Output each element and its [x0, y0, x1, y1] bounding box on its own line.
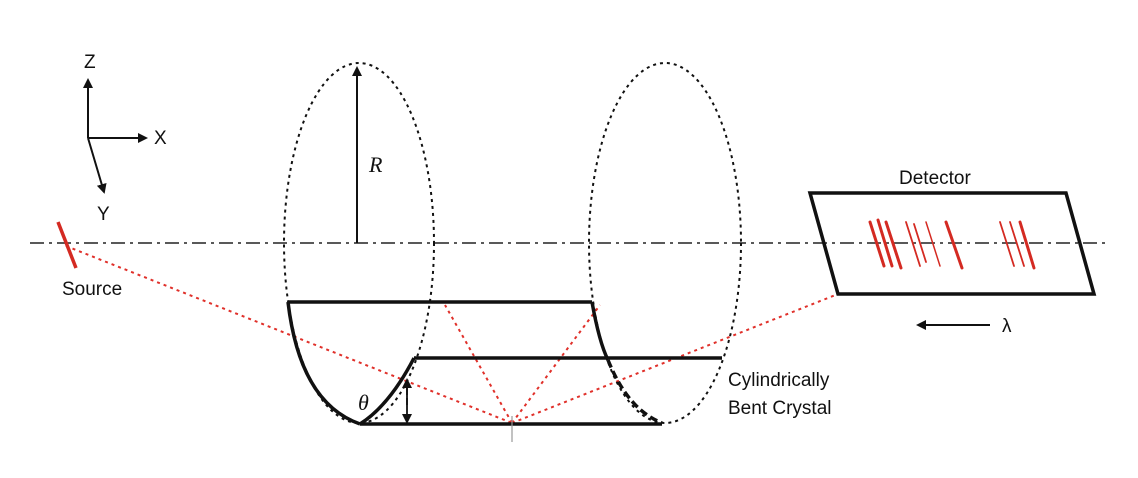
x-axis-label: X — [154, 128, 167, 149]
bent-crystal — [286, 300, 722, 426]
y-axis-arrow — [87, 137, 107, 194]
wavelength-label: λ — [1002, 316, 1012, 337]
spectral-line — [1018, 220, 1036, 270]
spectral-line — [868, 220, 886, 268]
source-mark — [56, 221, 78, 269]
y-axis-label: Y — [97, 204, 110, 225]
crystal-right-curve-hidden — [606, 359, 663, 425]
crystal-ray-left — [444, 304, 513, 424]
crystal-right-curve-upper — [590, 301, 610, 361]
spectral-line — [1009, 221, 1025, 267]
spectral-line — [884, 220, 903, 270]
spectral-line — [876, 218, 894, 268]
spectral-line — [999, 221, 1015, 267]
crystal-label-line2: Bent Crystal — [728, 398, 831, 419]
spectral-line — [905, 221, 921, 267]
spectral-lines — [868, 218, 1036, 270]
spectral-line — [944, 220, 964, 270]
theta-label: θ — [358, 390, 369, 415]
x-ray-paths — [65, 245, 839, 424]
crystal-label-line1: Cylindrically — [728, 370, 830, 391]
detector-label: Detector — [899, 168, 971, 189]
left-focal-circle — [283, 62, 435, 424]
spectral-line — [925, 221, 941, 267]
z-axis-label: Z — [84, 52, 96, 73]
crystal-front-curve — [359, 357, 416, 426]
right-focal-circle — [588, 62, 742, 424]
incident-ray — [65, 245, 513, 424]
detector-plate — [807, 191, 1097, 296]
spectral-line — [913, 223, 927, 263]
source-label: Source — [62, 279, 122, 300]
coordinate-axes: Z X Y — [83, 52, 167, 225]
crystal-left-curve — [286, 301, 361, 426]
crystal-ray-right — [511, 304, 601, 424]
radius-label: R — [368, 152, 383, 177]
